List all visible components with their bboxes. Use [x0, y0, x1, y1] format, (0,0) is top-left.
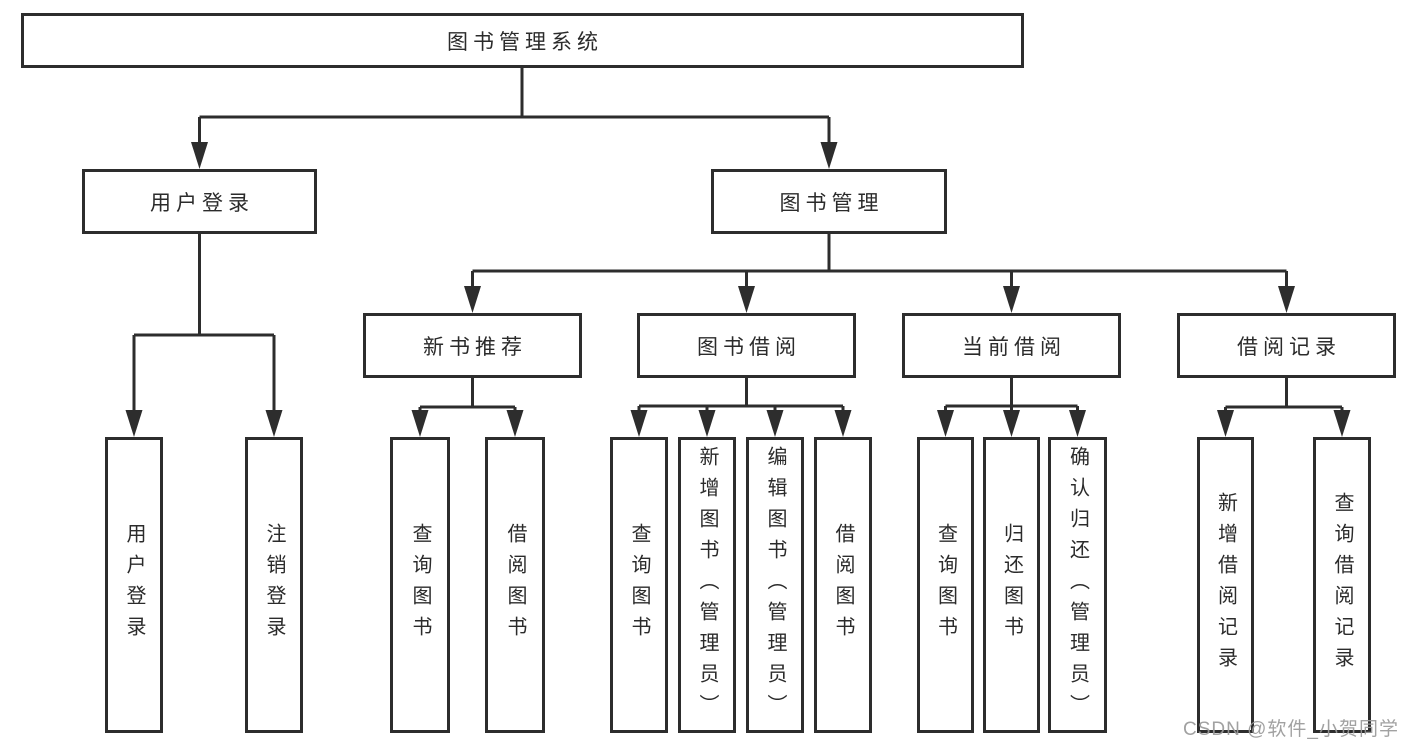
- node-user-login: 用户登录: [82, 169, 317, 234]
- node-current-borrowing: 当前借阅: [902, 313, 1121, 378]
- node-root: 图书管理系统: [21, 13, 1024, 68]
- connector-current-borrowing: [944, 378, 1079, 414]
- leaf-return-books-label: 归还图书: [1000, 523, 1023, 647]
- arrowhead: [125, 410, 143, 437]
- arrowhead: [1069, 410, 1086, 437]
- leaf-recommend-query-books-label: 查询图书: [409, 523, 431, 647]
- leaf-edit-books-admin-label: 编辑图书（管理员）: [764, 445, 786, 725]
- arrowhead: [1278, 286, 1295, 313]
- connector-borrowing-records: [1224, 378, 1344, 414]
- node-book-management-label: 图书管理: [779, 191, 884, 215]
- leaf-current-query-books-label: 查询图书: [934, 523, 957, 647]
- arrowhead: [411, 410, 429, 437]
- arrowhead: [464, 286, 481, 313]
- leaf-add-borrow-record-label: 新增借阅记录: [1214, 492, 1237, 678]
- leaf-confirm-return-admin: 确认归还（管理员）: [1048, 437, 1107, 733]
- leaf-borrowing-query-books-label: 查询图书: [628, 523, 650, 647]
- connector-book-management: [471, 234, 1288, 290]
- arrowhead: [698, 410, 716, 437]
- node-root-label: 图书管理系统: [447, 30, 603, 54]
- leaf-user-login-label: 用户登录: [123, 523, 145, 647]
- connector-book-borrowing: [637, 378, 845, 414]
- leaf-user-login: 用户登录: [105, 437, 163, 733]
- arrowhead: [766, 410, 784, 437]
- node-book-borrowing: 图书借阅: [637, 313, 856, 378]
- connector-user-login: [132, 234, 276, 414]
- leaf-return-books: 归还图书: [983, 437, 1040, 733]
- leaf-borrowing-borrow-books: 借阅图书: [814, 437, 872, 733]
- node-borrowing-records: 借阅记录: [1177, 313, 1396, 378]
- node-new-book-recommend-label: 新书推荐: [423, 335, 527, 359]
- arrowhead: [265, 410, 283, 437]
- arrowhead: [1003, 410, 1020, 437]
- leaf-borrowing-borrow-books-label: 借阅图书: [832, 523, 854, 647]
- leaf-edit-books-admin: 编辑图书（管理员）: [746, 437, 804, 733]
- leaf-add-books-admin-label: 新增图书（管理员）: [696, 445, 718, 725]
- leaf-add-borrow-record: 新增借阅记录: [1197, 437, 1254, 733]
- leaf-add-books-admin: 新增图书（管理员）: [678, 437, 736, 733]
- leaf-current-query-books: 查询图书: [917, 437, 974, 733]
- connector-root: [198, 68, 831, 146]
- leaf-recommend-borrow-books-label: 借阅图书: [504, 523, 526, 647]
- arrowheads: [125, 142, 1351, 437]
- node-user-login-label: 用户登录: [150, 191, 254, 215]
- arrowhead: [834, 410, 852, 437]
- node-book-borrowing-label: 图书借阅: [697, 335, 801, 359]
- arrowhead: [630, 410, 648, 437]
- leaf-borrowing-query-books: 查询图书: [610, 437, 668, 733]
- arrowhead: [191, 142, 208, 169]
- arrowhead: [738, 286, 755, 313]
- node-new-book-recommend: 新书推荐: [363, 313, 582, 378]
- csdn-watermark: CSDN @软件_小贺同学: [1183, 719, 1399, 740]
- leaf-query-borrow-record-label: 查询借阅记录: [1331, 492, 1353, 678]
- arrowhead: [506, 410, 524, 437]
- arrowhead: [1003, 286, 1020, 313]
- leaf-recommend-query-books: 查询图书: [390, 437, 450, 733]
- node-borrowing-records-label: 借阅记录: [1237, 335, 1341, 359]
- arrowhead: [1333, 410, 1351, 437]
- node-current-borrowing-label: 当前借阅: [962, 335, 1066, 359]
- arrowhead: [820, 142, 838, 169]
- node-book-management: 图书管理: [711, 169, 947, 234]
- leaf-logout: 注销登录: [245, 437, 303, 733]
- arrowhead: [937, 410, 954, 437]
- leaf-recommend-borrow-books: 借阅图书: [485, 437, 545, 733]
- arrowhead: [1217, 410, 1234, 437]
- leaf-logout-label: 注销登录: [263, 523, 285, 647]
- connector-new-book-recommend: [418, 378, 517, 414]
- leaf-confirm-return-admin-label: 确认归还（管理员）: [1066, 445, 1089, 725]
- leaf-query-borrow-record: 查询借阅记录: [1313, 437, 1371, 733]
